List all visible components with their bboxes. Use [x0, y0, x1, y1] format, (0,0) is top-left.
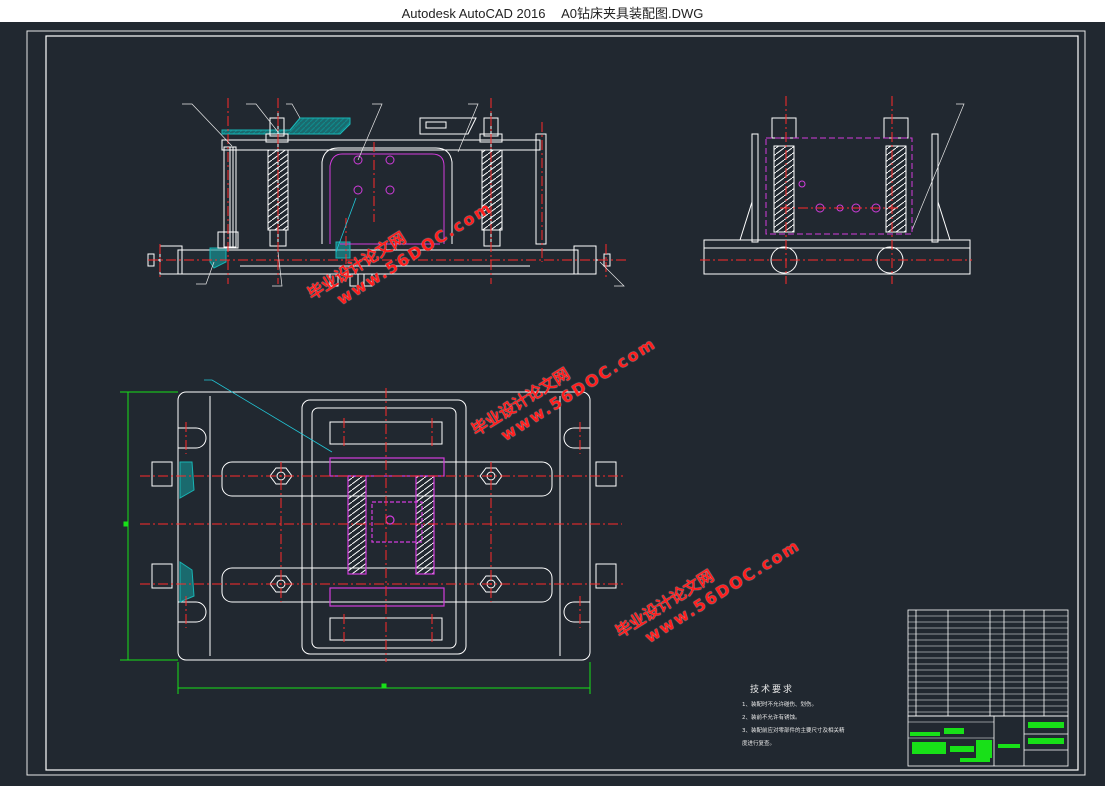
notes-line-4: 度进行复查。: [742, 741, 776, 747]
app-title: Autodesk AutoCAD 2016: [401, 6, 546, 21]
side-view-centerlines: [700, 96, 972, 284]
notes-heading: 技术要求: [750, 685, 795, 695]
front-top-plate: [221, 139, 541, 151]
notes-line-2: 2、装前不允许有锈蚀。: [742, 715, 801, 721]
front-base-plate: [177, 249, 579, 275]
file-title: A0钻床夹具装配图.DWG: [561, 6, 704, 21]
front-leaders: [182, 103, 965, 287]
title-block-green: [910, 722, 1064, 762]
front-view-centerlines: [148, 98, 626, 284]
top-leader: [204, 379, 333, 453]
bom-rows: [908, 615, 1068, 713]
top-view: [151, 391, 617, 661]
inner-border: [45, 35, 1079, 771]
front-view-hidden: [340, 155, 440, 245]
top-view-hatch: [179, 461, 195, 603]
side-base: [703, 247, 971, 275]
title-bar: Autodesk AutoCAD 2016 A0钻床夹具装配图.DWG: [0, 0, 1105, 22]
top-view-centerlines: [140, 388, 626, 662]
drawing-canvas[interactable]: 技术要求 1、装配时不允许碰伤、划伤。 2、装前不允许有锈蚀。 3、装配前应对零…: [0, 22, 1105, 781]
outer-border: [26, 30, 1086, 776]
technical-notes: 技术要求 1、装配时不允许碰伤、划伤。 2、装前不允许有锈蚀。 3、装配前应对零…: [742, 682, 845, 747]
top-base: [177, 391, 591, 661]
notes-line-3: 3、装配前应对零部件的主要尺寸及相关精: [742, 728, 845, 734]
notes-line-1: 1、装配时不允许碰伤、划伤。: [742, 702, 818, 708]
drawing-svg: [26, 30, 1086, 776]
top-view-dimensions: [120, 391, 591, 694]
side-view: [703, 117, 971, 275]
title-block: [907, 715, 1069, 767]
